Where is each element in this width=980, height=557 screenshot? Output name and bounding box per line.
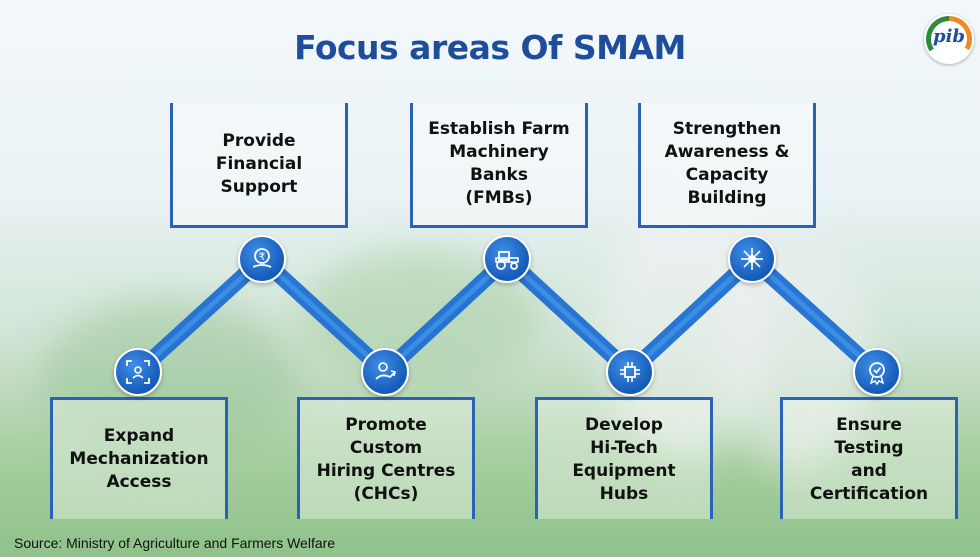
focus-box-hi-tech-hubs: Develop Hi-Tech Equipment Hubs [535, 397, 713, 519]
focus-box-financial-support: Provide Financial Support [170, 103, 348, 228]
rupee-hand-icon: ₹ [238, 235, 286, 283]
hand-growth-icon [361, 348, 409, 396]
source-caption: Source: Ministry of Agriculture and Farm… [14, 535, 336, 551]
expand-arrows-icon [114, 348, 162, 396]
focus-box-custom-hiring-centres: Promote Custom Hiring Centres (CHCs) [297, 397, 475, 519]
focus-box-farm-machinery-banks: Establish Farm Machinery Banks (FMBs) [410, 103, 588, 228]
logo-center [931, 21, 967, 57]
tractor-icon [483, 235, 531, 283]
logo-text: pib [932, 26, 965, 47]
focus-box-testing-certification: Ensure Testing and Certification [780, 397, 958, 519]
pib-logo: pib [924, 14, 974, 64]
circuit-icon [606, 348, 654, 396]
svg-text:₹: ₹ [259, 252, 265, 263]
network-icon [728, 235, 776, 283]
certificate-badge-icon [853, 348, 901, 396]
focus-box-awareness-capacity: Strengthen Awareness & Capacity Building [638, 103, 816, 228]
background-tree-shape [40, 300, 300, 460]
focus-box-mechanization-access: Expand Mechanization Access [50, 397, 228, 519]
page-title: Focus areas Of SMAM [294, 28, 686, 67]
